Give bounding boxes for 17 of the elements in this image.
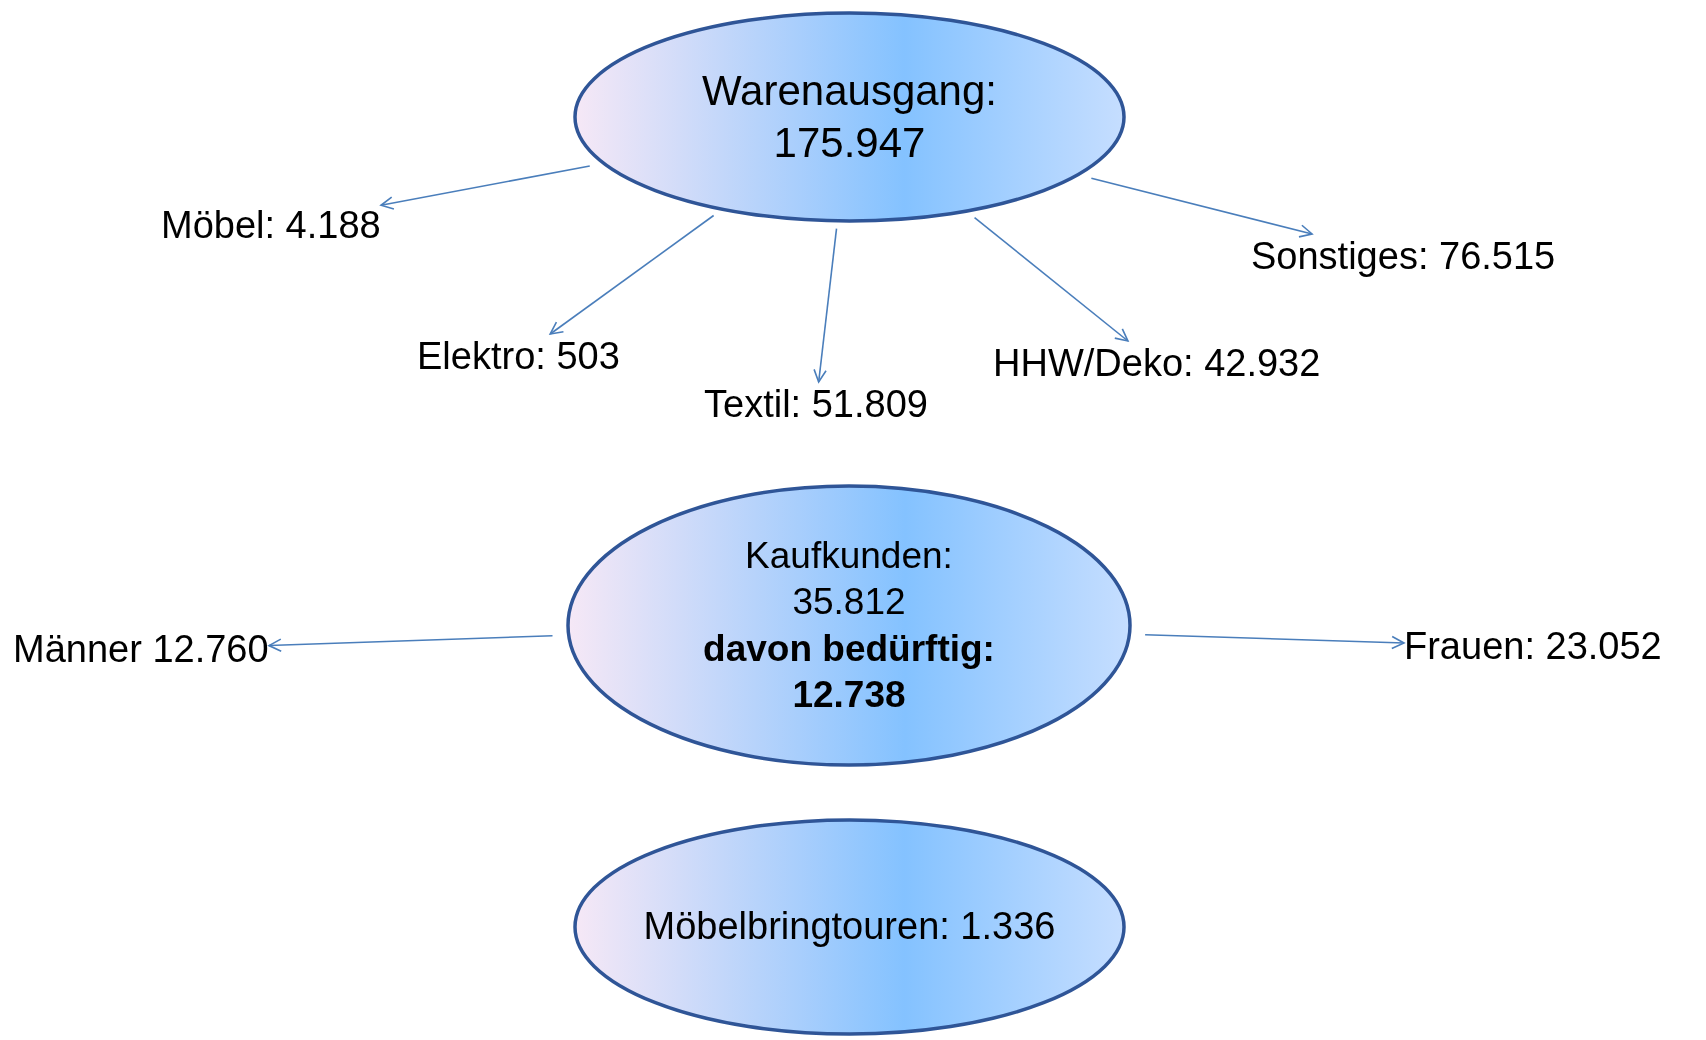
arrow bbox=[813, 227, 838, 383]
node-text: davon bedürftig: 12.738 bbox=[702, 626, 996, 717]
node-text: Möbelbringtouren: 1.336 bbox=[642, 904, 1057, 950]
arrow bbox=[1144, 634, 1405, 650]
value-label: Sonstiges: 76.515 bbox=[1251, 234, 1556, 280]
arrow bbox=[973, 216, 1129, 342]
value-label: Textil: 51.809 bbox=[704, 382, 928, 428]
arrow bbox=[380, 165, 591, 210]
value-label: Frauen: 23.052 bbox=[1404, 624, 1662, 670]
arrow bbox=[549, 214, 715, 335]
value-label: Elektro: 503 bbox=[417, 334, 620, 380]
value-label: Männer 12.760 bbox=[13, 627, 269, 673]
arrow bbox=[1090, 177, 1313, 238]
value-label: Möbel: 4.188 bbox=[161, 203, 381, 249]
arrow bbox=[268, 634, 554, 652]
value-label: HHW/Deko: 42.932 bbox=[993, 341, 1321, 387]
node-text: Warenausgang: 175.947 bbox=[701, 65, 998, 168]
